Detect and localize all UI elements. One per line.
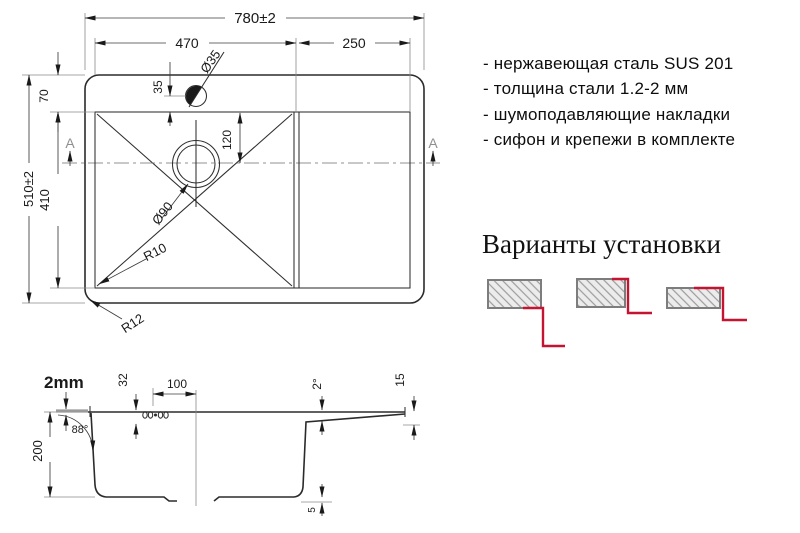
sink-outer-contour [84, 74, 425, 304]
dim-bowl-depth: 410 [37, 189, 52, 211]
top-view-dimensions: 780±2 470 250 510±2 70 410 35 Ø3 [21, 10, 438, 336]
installation-options [487, 277, 747, 348]
section-marker-right: A [428, 135, 438, 151]
dim-drain-offset: 120 [220, 130, 234, 150]
product-specs-list: - нержавеющая сталь SUS 201 - толщина ст… [483, 51, 735, 153]
install-option-3 [666, 286, 747, 322]
section-marker-left: A [65, 135, 75, 151]
faucet-hole-fill [185, 85, 202, 105]
dim-rim-offset: 70 [37, 89, 51, 103]
dim-drain-distance: 100 [167, 377, 187, 391]
dim-bowl-width: 470 [175, 35, 199, 51]
installation-options-title: Варианты установки [482, 229, 721, 259]
spec-item: - сифон и крепежи в комплекте [483, 130, 736, 150]
dim-drain-diameter: Ø90 [149, 199, 176, 228]
section-view-drawing [56, 390, 420, 506]
install-option-2 [576, 277, 652, 315]
dim-wall-angle: 88° [72, 424, 89, 436]
dim-faucet-hole-diameter: Ø35 [197, 47, 223, 76]
top-view-drawing [62, 51, 440, 304]
dim-outer-radius: R12 [118, 310, 146, 336]
sink-inner-contour [94, 111, 411, 289]
drain-hole-inner [176, 144, 216, 184]
spec-item: - шумоподавляющие накладки [483, 104, 731, 124]
dim-overall-width: 780±2 [234, 10, 276, 27]
dim-edge-height: 15 [393, 373, 407, 387]
dim-faucet-offset: 35 [151, 80, 165, 94]
dim-bottom-gap: 5 [307, 507, 318, 513]
dim-steel-thickness: 2mm [44, 373, 84, 392]
dim-deck-slope: 2° [310, 378, 324, 390]
spec-item: - нержавеющая сталь SUS 201 [483, 54, 734, 73]
dim-overall-depth: 510±2 [21, 171, 36, 207]
dim-wing-width: 250 [342, 35, 366, 51]
drain-hole-outer [171, 139, 221, 189]
clip-holes [142, 411, 169, 419]
section-view-dimensions: 2mm 200 88° 32 100 2° [30, 373, 417, 516]
dim-clip-offset: 32 [116, 373, 130, 387]
dim-section-bowl-depth: 200 [30, 440, 45, 462]
install-option-1 [487, 279, 565, 348]
spec-item: - толщина стали 1.2-2 мм [483, 79, 689, 99]
